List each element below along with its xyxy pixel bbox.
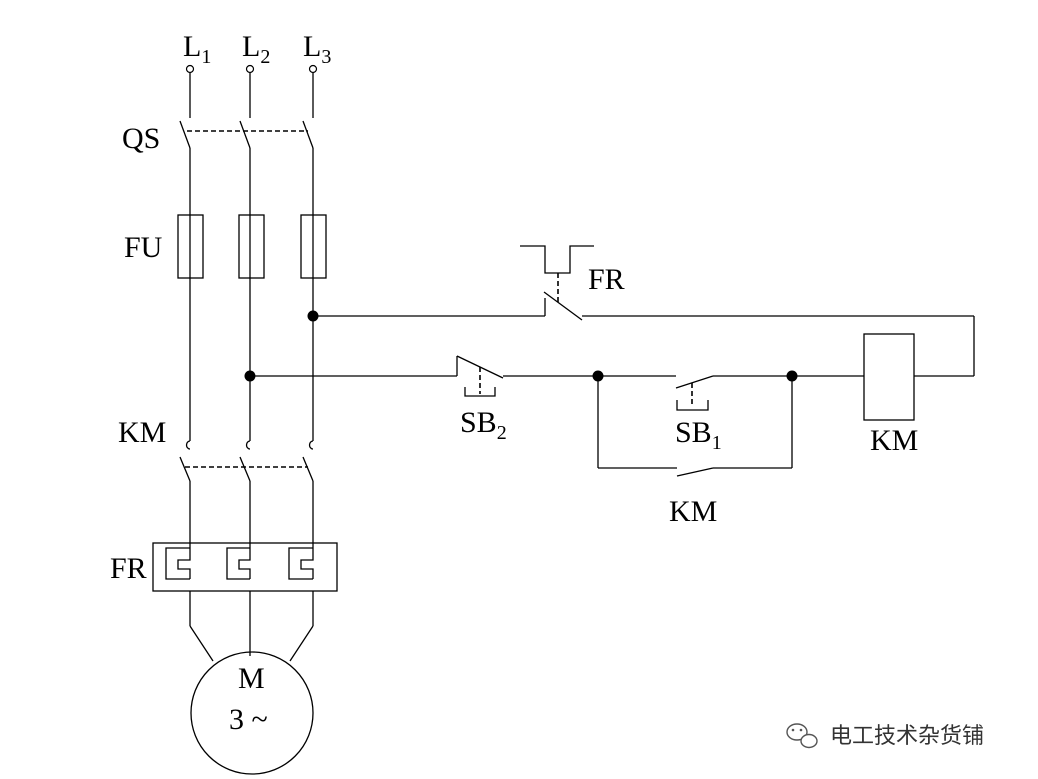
km-coil: [863, 333, 915, 421]
junction-dot: [244, 370, 256, 382]
motor-name: M: [238, 662, 265, 695]
terminal-l2: [245, 64, 255, 74]
junction-dot: [307, 310, 319, 322]
wires-fu-to-km: [189, 278, 314, 441]
control-circuit-wires: [250, 315, 975, 469]
motor-symbol: [190, 651, 314, 775]
wechat-icon: [786, 723, 818, 749]
junction-dot: [592, 370, 604, 382]
motor-spec: 3 ~: [229, 703, 268, 736]
qs-switch: [179, 120, 314, 149]
label-fr-contact: FR: [588, 263, 625, 296]
fr-nc-contact: [520, 245, 594, 321]
wires-km-to-fr: [189, 481, 314, 548]
km-aux-contact: [676, 467, 714, 477]
sb1-start-button: [675, 375, 714, 411]
watermark: 电工技术杂货铺: [786, 723, 984, 749]
label-l3: L3: [303, 30, 331, 68]
label-l1: L1: [183, 30, 211, 68]
km-main-contacts: [179, 440, 314, 482]
fuses: [177, 214, 327, 279]
label-fr-main: FR: [110, 552, 147, 585]
terminal-l3: [308, 64, 318, 74]
label-km-coil: KM: [870, 424, 918, 457]
supply-wires: [189, 73, 314, 118]
label-sb1: SB1: [675, 416, 722, 454]
label-km-aux: KM: [669, 495, 717, 528]
terminal-l1: [185, 64, 195, 74]
watermark-text: 电工技术杂货铺: [830, 724, 984, 749]
fr-thermal-relay: [152, 542, 338, 592]
sb2-stop-button: [456, 355, 504, 397]
label-l2: L2: [242, 30, 270, 68]
label-fu: FU: [124, 231, 163, 264]
wires-fr-to-motor: [189, 591, 314, 662]
junction-dot: [786, 370, 798, 382]
wires-qs-to-fu: [189, 148, 314, 215]
label-km-main: KM: [118, 416, 166, 449]
label-qs: QS: [122, 122, 160, 155]
label-sb2: SB2: [460, 406, 507, 444]
